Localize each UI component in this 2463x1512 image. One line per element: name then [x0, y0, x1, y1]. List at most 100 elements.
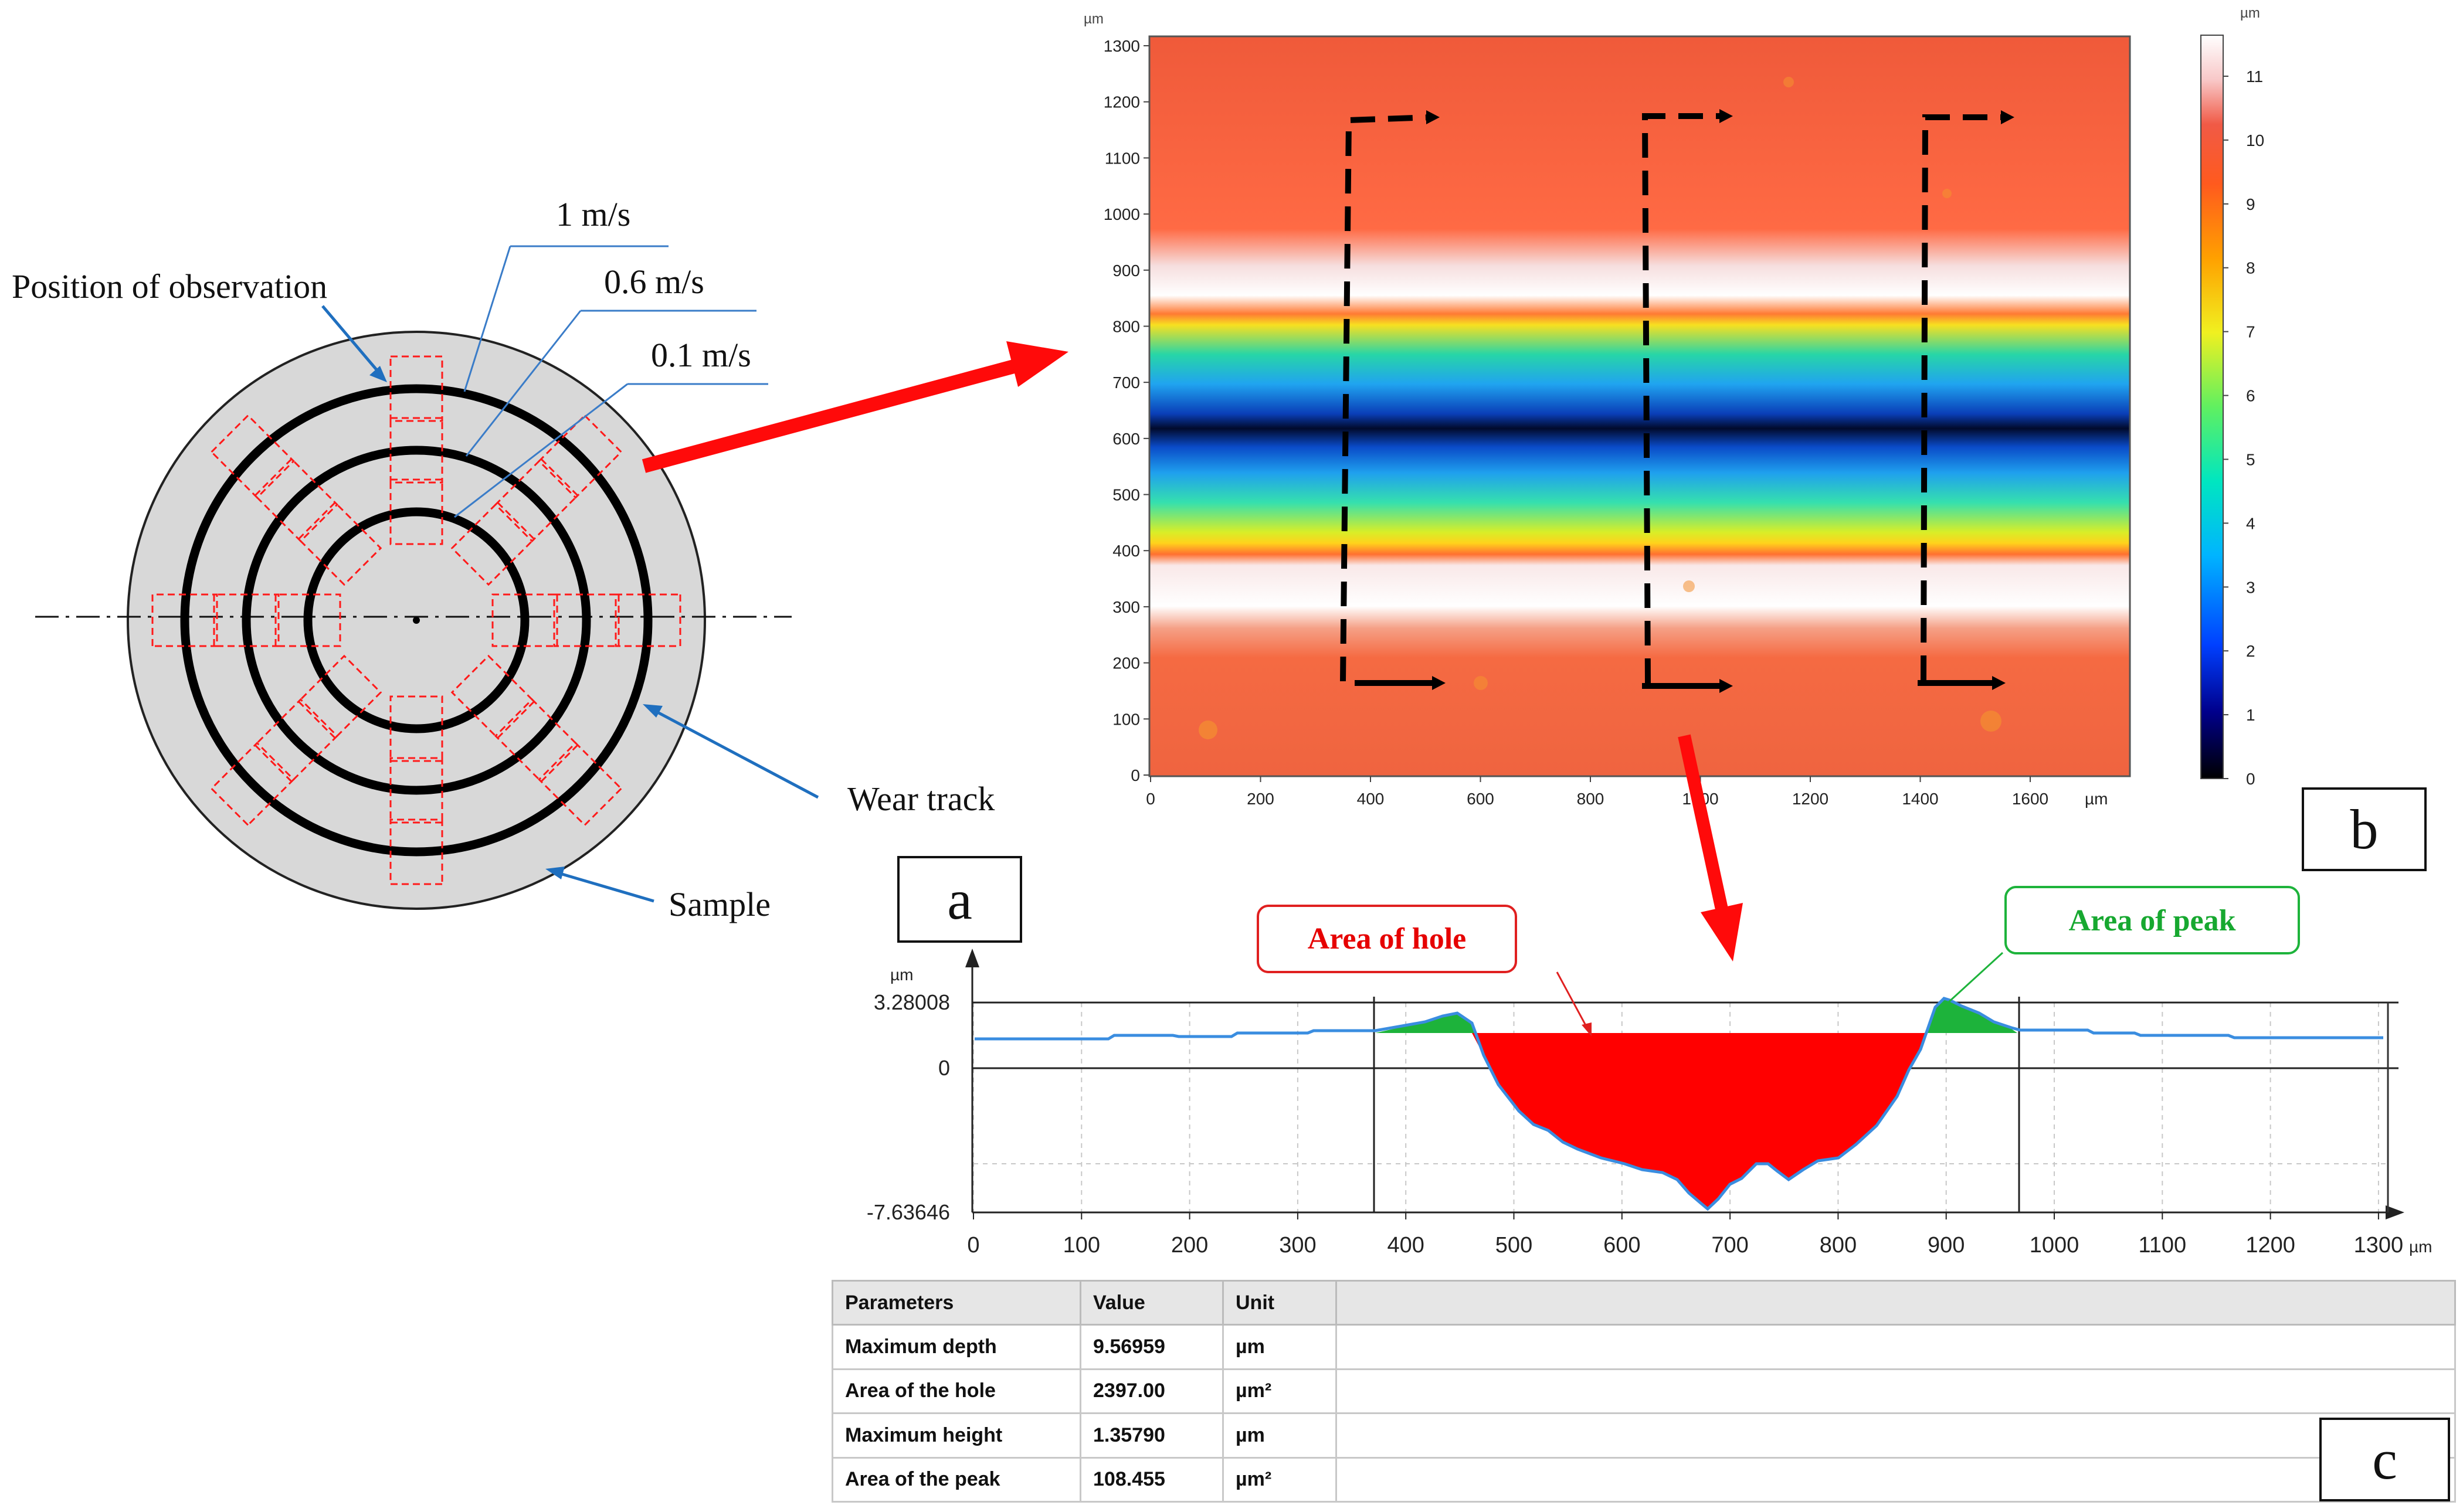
panel-b-label: b [2302, 787, 2427, 871]
label-speed-06ms: 0.6 m/s [604, 263, 704, 301]
label-wear-track: Wear track [847, 780, 995, 818]
height-map-spots [1199, 77, 2001, 739]
height-map-y-axis: 0100200300400500600700800900100011001200… [1104, 37, 1149, 784]
wear-track-01ms [303, 507, 530, 733]
y-tick-label: 0 [938, 1056, 950, 1080]
y-tick-label: 1000 [1104, 205, 1140, 223]
leader-1ms [463, 246, 511, 392]
param-unit: µm [1222, 1412, 1337, 1459]
panel-a-label: a [897, 856, 1022, 943]
colorbar-tick-label: 8 [2246, 259, 2255, 277]
x-tick-label: 300 [1279, 1233, 1316, 1258]
observation-box [615, 593, 681, 647]
colorbar-tick-label: 4 [2246, 514, 2255, 532]
y-tick-label: 3.28008 [874, 990, 950, 1014]
y-tick-label: 100 [1112, 710, 1140, 728]
observation-box [494, 457, 579, 543]
header-parameters: Parameters [832, 1279, 1081, 1326]
panel-b-height-map: 0100200300400500600700800900100011001200… [1084, 5, 2264, 808]
table-row: Area of the peak 108.455 µm² [832, 1456, 2456, 1503]
table-row: Maximum depth 9.56959 µm [832, 1324, 2456, 1370]
colorbar-tick-label: 10 [2246, 131, 2264, 149]
observation-box [253, 698, 339, 783]
colorbar-tick-label: 5 [2246, 450, 2255, 468]
peak-area-left [1375, 1014, 1475, 1033]
leader-01ms [454, 383, 628, 518]
x-tick-label: 400 [1357, 790, 1385, 808]
profile-x-unit: µm [2409, 1238, 2432, 1256]
x-tick-label: 900 [1928, 1233, 1965, 1258]
label-speed-1ms: 1 m/s [556, 195, 630, 233]
header-spacer [1335, 1279, 2456, 1326]
x-tick-label: 700 [1711, 1233, 1748, 1258]
peak-area-right [1925, 1000, 2017, 1033]
header-value: Value [1080, 1279, 1224, 1326]
arrow-sample [554, 870, 654, 903]
table-row: Maximum height 1.35790 µm [832, 1412, 2456, 1459]
param-unit: µm² [1222, 1368, 1337, 1415]
colorbar-tick-label: 7 [2246, 323, 2255, 341]
header-unit: Unit [1222, 1279, 1337, 1326]
param-value: 9.56959 [1080, 1324, 1224, 1370]
observation-box [210, 742, 295, 827]
peak-callout-label: Area of peak [2068, 904, 2235, 937]
height-map-x-axis: 02004006008001000120014001600 [1146, 776, 2048, 808]
arrow-a-to-b [642, 341, 1068, 473]
row-spacer [1335, 1456, 2456, 1503]
y-tick-label: 500 [1112, 486, 1140, 504]
x-tick-label: 100 [1063, 1233, 1100, 1258]
wear-track-06ms [242, 446, 591, 795]
param-unit: µm² [1222, 1456, 1337, 1503]
observation-box [389, 355, 443, 422]
hole-callout-box [1257, 905, 1517, 973]
y-tick-label: 1300 [1104, 37, 1140, 55]
profile-y-unit: µm [890, 966, 913, 984]
x-tick-label: 600 [1603, 1233, 1640, 1258]
arrow-wear-track [651, 708, 819, 799]
param-value: 2397.00 [1080, 1368, 1224, 1415]
x-tick-label: 500 [1495, 1233, 1532, 1258]
observation-box [553, 593, 620, 647]
observation-box [450, 654, 535, 739]
param-name: Maximum height [832, 1412, 1081, 1459]
height-map-frame [1148, 35, 2131, 777]
x-tick-label: 800 [1577, 790, 1604, 808]
observation-box [389, 757, 443, 824]
observation-box [297, 654, 382, 739]
x-tick-label: 1400 [1902, 790, 1938, 808]
table-header-row: Parameters Value Unit [832, 1279, 2456, 1326]
colorbar-tick-label: 6 [2246, 387, 2255, 405]
label-speed-01ms: 0.1 m/s [651, 336, 751, 374]
row-spacer [1335, 1412, 2456, 1459]
param-name: Area of the hole [832, 1368, 1081, 1415]
height-map-x-unit: µm [2085, 790, 2108, 808]
arrow-b-to-c [1678, 734, 1743, 961]
hole-callout-arrowhead [1582, 1022, 1592, 1037]
observation-box [210, 414, 295, 499]
colorbar-tick-label: 1 [2246, 706, 2255, 724]
y-tick-label: 600 [1112, 430, 1140, 448]
row-spacer [1335, 1324, 2456, 1370]
x-tick-label: 1200 [1792, 790, 1828, 808]
observation-box [151, 593, 218, 647]
observation-box [538, 414, 623, 499]
y-tick-label: 900 [1112, 261, 1140, 280]
y-tick-label: 1200 [1104, 93, 1140, 111]
param-value: 108.455 [1080, 1456, 1224, 1503]
observation-boxes [151, 355, 681, 885]
peak-callout-box [2004, 886, 2300, 954]
x-tick-label: 1200 [2245, 1233, 2295, 1258]
x-tick-label: 1100 [2138, 1233, 2186, 1258]
hole-callout-leader [1556, 971, 1590, 1032]
row-spacer [1335, 1368, 2456, 1415]
colorbar-tick-label: 3 [2246, 578, 2255, 596]
x-tick-label: 0 [967, 1233, 979, 1258]
profile-x-axis-arrow [2386, 1205, 2404, 1219]
peak-callout-leader [1947, 952, 2004, 1004]
y-tick-label: 700 [1112, 373, 1140, 392]
param-name: Area of the peak [832, 1456, 1081, 1503]
colorbar-tick-label: 9 [2246, 195, 2255, 213]
label-position-of-observation: Position of observation [12, 267, 327, 305]
